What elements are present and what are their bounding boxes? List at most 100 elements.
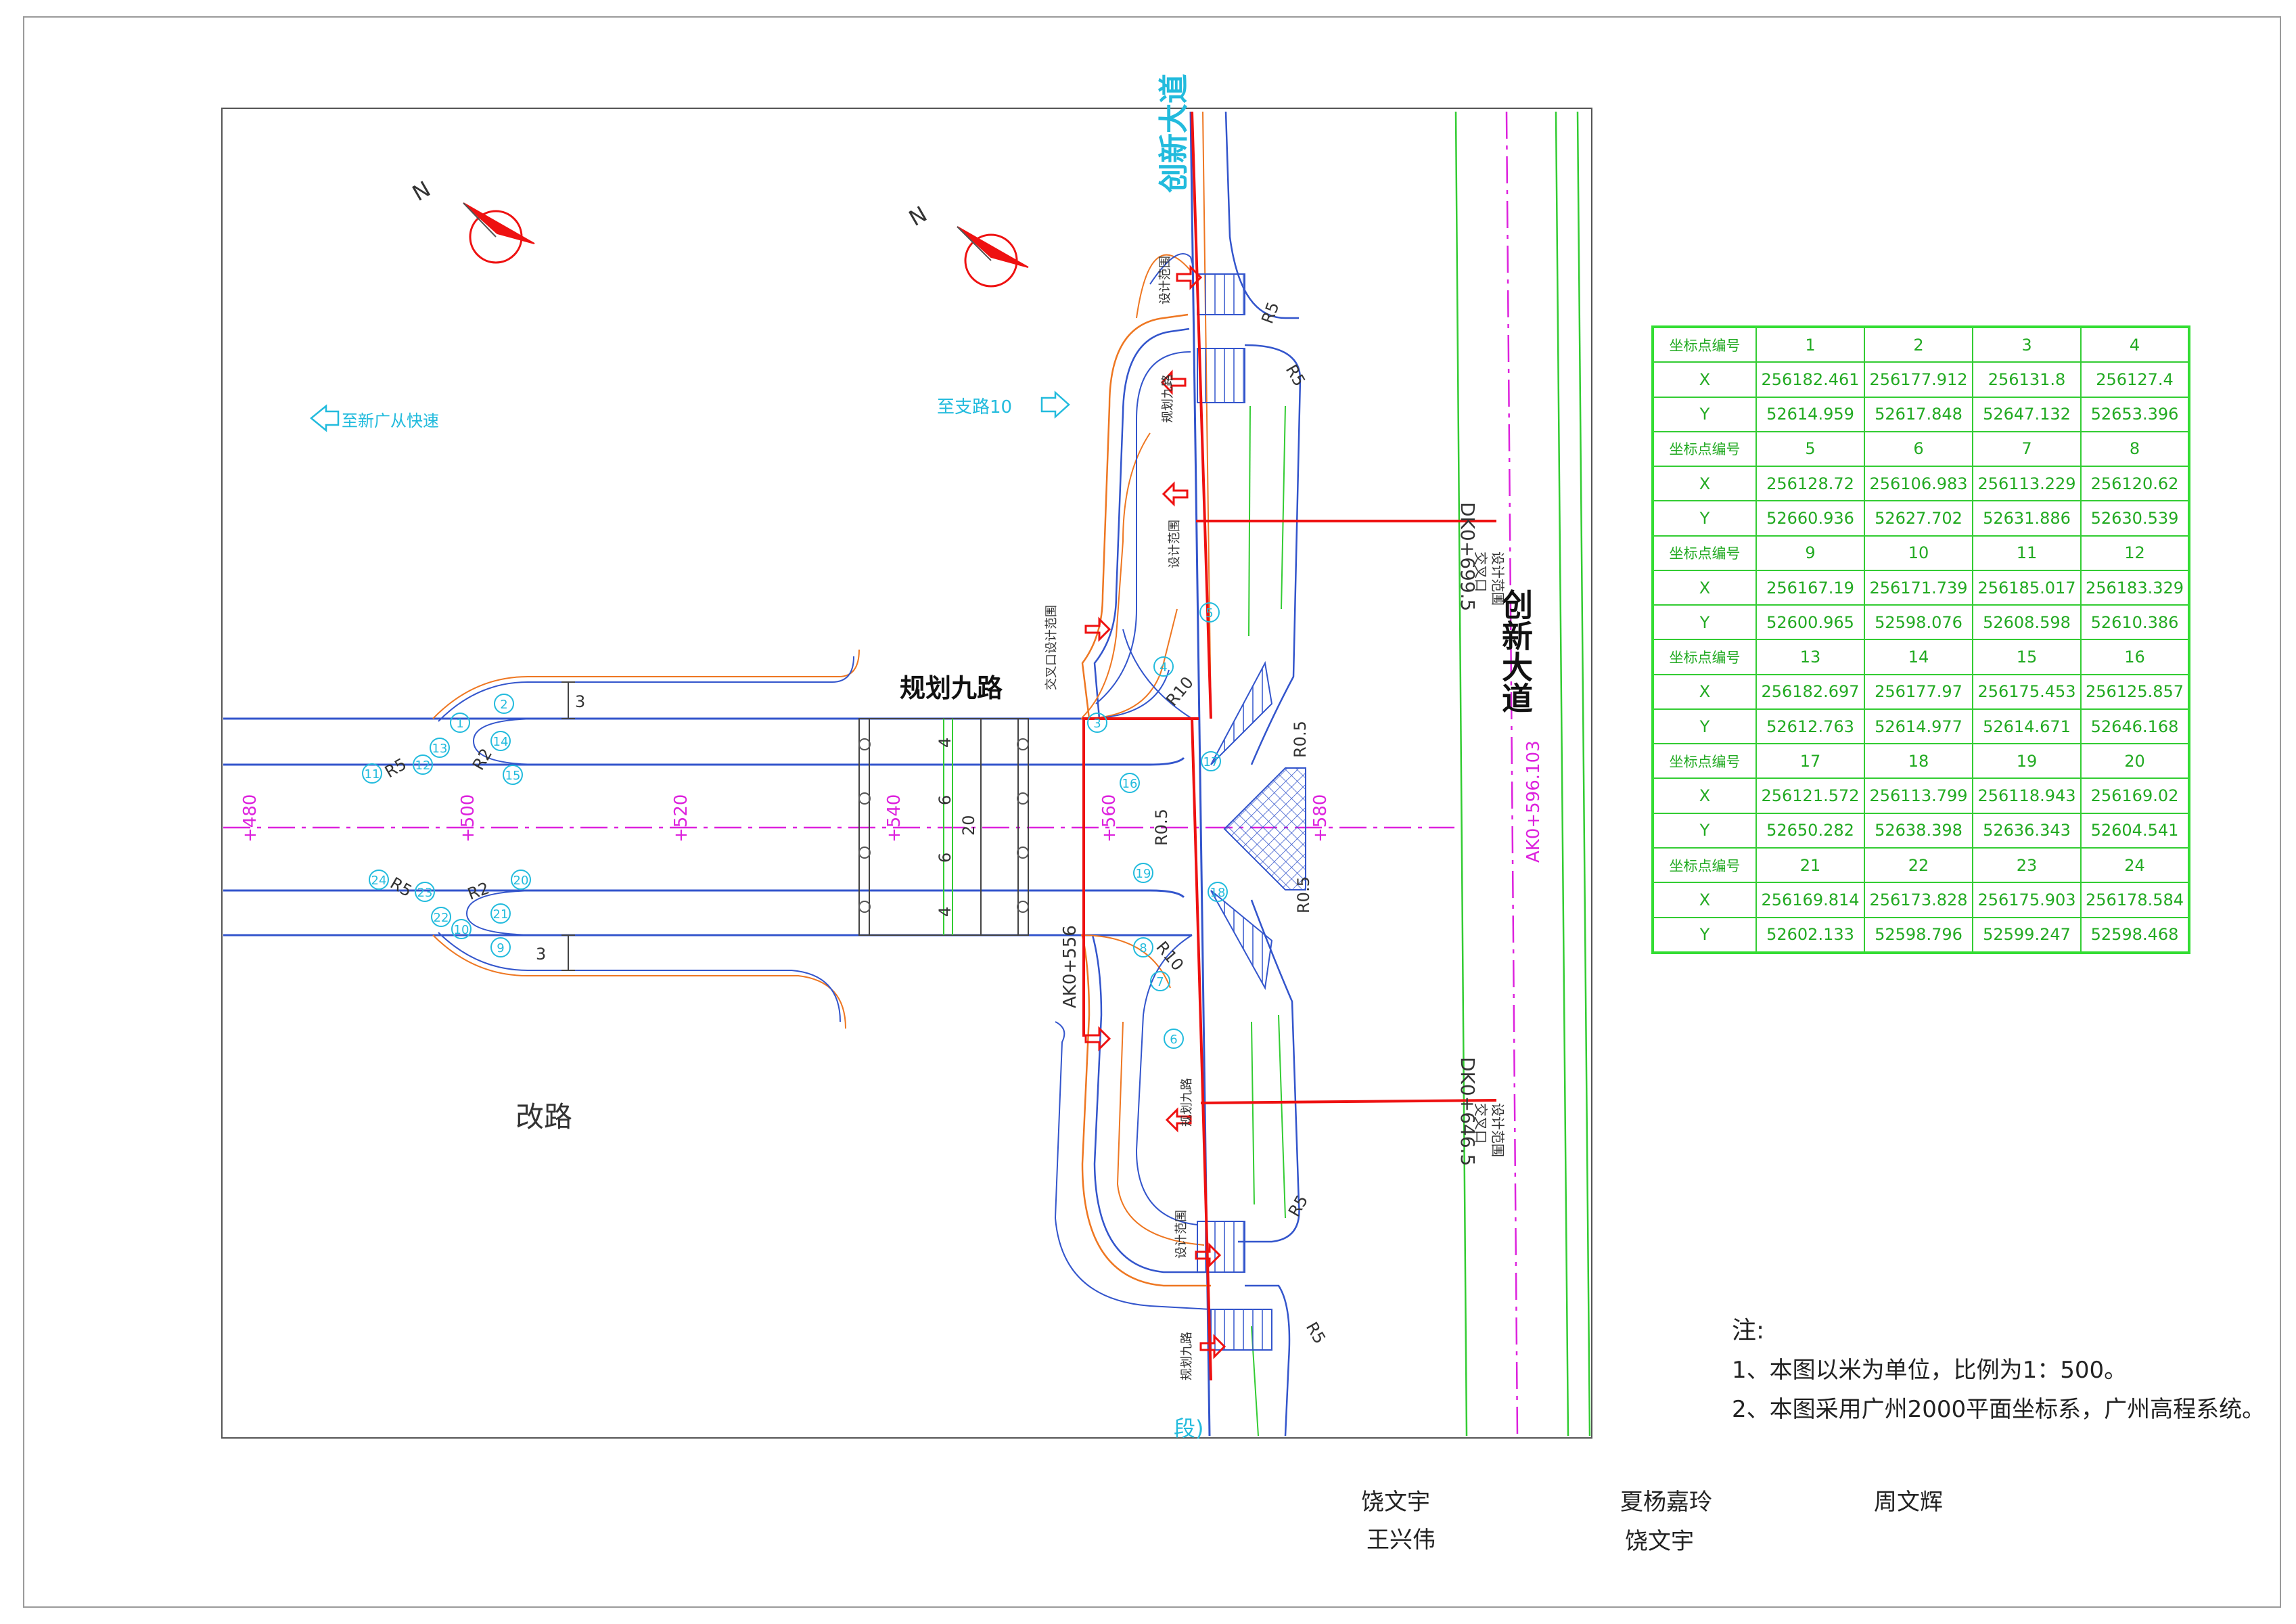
- y-value-cell: 52636.343: [1972, 812, 2082, 849]
- x-value-cell: 256169.02: [2080, 777, 2190, 814]
- radius-r2-a: R2: [469, 745, 496, 773]
- station-tick-580: +580: [1310, 794, 1331, 842]
- design-scope-label-1: 设计范围: [1158, 256, 1172, 304]
- point-marker-circle: [415, 882, 435, 902]
- station-ak-main: AK0+596.103: [1523, 740, 1544, 863]
- point-marker-circle: [490, 731, 511, 751]
- point-marker-circle: [431, 907, 451, 927]
- point-marker-label: 6: [1170, 1033, 1177, 1047]
- point-marker-label: 20: [513, 874, 529, 888]
- point-marker-circle: [1150, 971, 1170, 991]
- point-marker-circle: [490, 903, 511, 924]
- to-expressway-label: 至新广从快速: [342, 411, 439, 430]
- x-value-cell: 256182.461: [1755, 361, 1865, 398]
- point-id-cell: 17: [1755, 743, 1865, 780]
- north-label-1: N: [408, 176, 435, 206]
- to-branch-road-label: 至支路10: [937, 397, 1012, 418]
- station-tick-560: +560: [1099, 794, 1120, 842]
- row-label: Y: [1652, 708, 1757, 745]
- dim-3-top: 3: [575, 692, 585, 711]
- point-id-cell: 12: [2080, 535, 2190, 571]
- radius-r5-d: R5: [1282, 361, 1309, 390]
- dim-3-bottom: 3: [536, 945, 546, 964]
- x-value-cell: 256113.229: [1972, 466, 2082, 502]
- radius-r10-a: R10: [1162, 673, 1197, 710]
- y-value-cell: 52600.965: [1755, 604, 1865, 641]
- row-label: 坐标点编号: [1652, 325, 1757, 363]
- branch-road-lines: [223, 649, 1454, 1029]
- point-marker-label: 3: [1093, 717, 1101, 731]
- point-id-cell: 24: [2080, 847, 2190, 884]
- point-marker-label: 11: [365, 767, 380, 782]
- row-label: 坐标点编号: [1652, 743, 1757, 780]
- point-marker-circle: [1153, 656, 1174, 677]
- point-id-cell: 7: [1972, 430, 2082, 468]
- point-marker-circle: [494, 694, 514, 714]
- point-marker-circle: [511, 870, 531, 890]
- point-marker-circle: [503, 765, 523, 785]
- plan-road9-label-1: 规划九路: [1161, 374, 1175, 423]
- point-marker-circle: [451, 919, 472, 939]
- direction-arrows: [310, 390, 1070, 432]
- design-scope-label-top: 设计范围: [1490, 551, 1506, 606]
- plan-road9-label-2: 规划九路: [1180, 1078, 1194, 1127]
- point-id-cell: 5: [1755, 430, 1865, 468]
- x-value-cell: 256177.97: [1864, 673, 1973, 710]
- x-value-cell: 256120.62: [2080, 466, 2190, 502]
- point-marker-label: 8: [1139, 941, 1147, 955]
- point-id-cell: 19: [1972, 743, 2082, 780]
- y-value-cell: 52599.247: [1972, 916, 2082, 954]
- x-value-cell: 256118.943: [1972, 777, 2082, 814]
- y-value-cell: 52612.763: [1755, 708, 1865, 745]
- row-label: X: [1652, 569, 1757, 606]
- station-dk-bottom: DK0+646.5: [1456, 1057, 1479, 1166]
- x-value-cell: 256125.857: [2080, 673, 2190, 710]
- cut-label: 段): [1174, 1416, 1204, 1441]
- point-marker-circle: [413, 754, 433, 775]
- radius-r5-b: R5: [387, 874, 415, 901]
- point-marker-label: 22: [434, 911, 449, 925]
- radius-r05-c: R0.5: [1294, 876, 1313, 914]
- row-label: 坐标点编号: [1652, 847, 1757, 884]
- point-marker-circle: [490, 937, 511, 957]
- point-marker-label: 23: [417, 886, 433, 900]
- point-id-cell: 11: [1972, 535, 2082, 571]
- hatched-areas: [1197, 273, 1306, 1351]
- point-marker-label: 14: [493, 735, 509, 749]
- point-marker-label: 15: [505, 769, 521, 783]
- row-label: 坐标点编号: [1652, 639, 1757, 675]
- y-value-cell: 52647.132: [1972, 396, 2082, 432]
- signature-5: 周文辉: [1874, 1489, 1943, 1516]
- station-tick-540: +540: [884, 794, 904, 842]
- point-marker-circle: [450, 713, 470, 733]
- row-label: Y: [1652, 500, 1757, 537]
- viewport-border: [221, 108, 1592, 1439]
- row-label: Y: [1652, 396, 1757, 432]
- row-label: X: [1652, 673, 1757, 710]
- point-marker-label: 10: [454, 923, 469, 937]
- notes-line-1: 1、本图以米为单位，比例为1：500。: [1732, 1357, 2128, 1384]
- dim-20: 20: [959, 815, 978, 836]
- junction-label-top: 交叉口: [1473, 551, 1489, 592]
- y-value-cell: 52630.539: [2080, 500, 2190, 537]
- y-value-cell: 52610.386: [2080, 604, 2190, 641]
- x-value-cell: 256175.903: [1972, 882, 2082, 918]
- point-id-cell: 9: [1755, 535, 1865, 571]
- x-value-cell: 256131.8: [1972, 361, 2082, 398]
- y-value-cell: 52617.848: [1864, 396, 1973, 432]
- point-marker-label: 16: [1122, 777, 1138, 791]
- point-marker-label: 21: [493, 907, 509, 922]
- radius-r5-c: R5: [1258, 299, 1283, 326]
- dim-4-bottom: 4: [936, 907, 955, 917]
- point-marker-label: 5: [1206, 606, 1213, 621]
